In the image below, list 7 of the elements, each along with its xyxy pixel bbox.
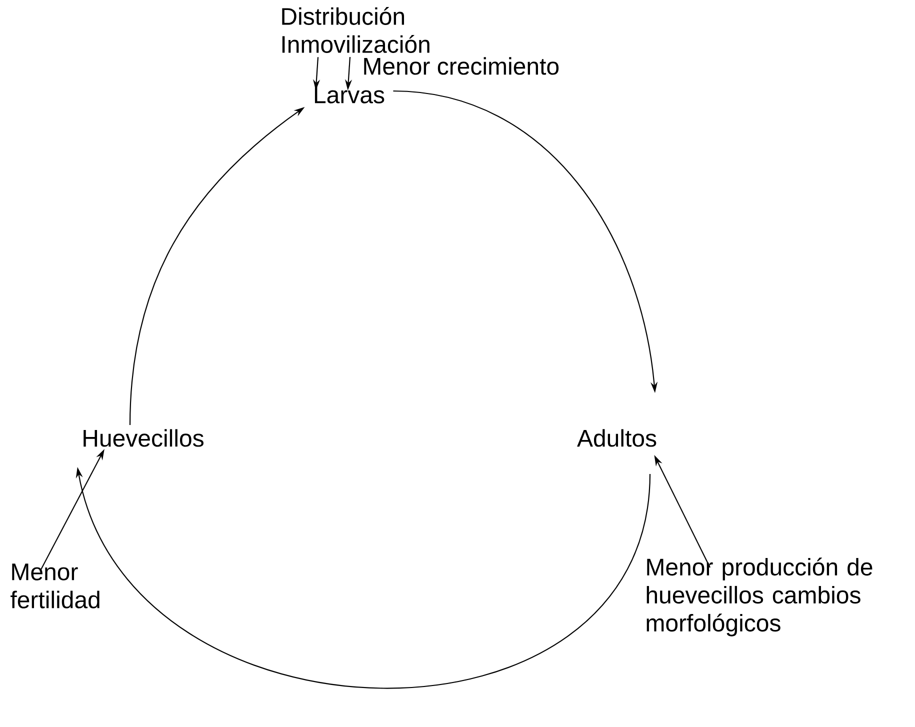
stage-label: Larvas <box>314 86 384 104</box>
factor-label: Distribución Inmovilización <box>282 7 430 53</box>
stage-label: Huevecillos <box>84 429 204 447</box>
factor-label: Menor fertilidad <box>10 564 100 608</box>
factor-label: Menor crecimiento <box>364 57 559 75</box>
factor-label: Menor producción de huevecillos cambios morfológicos <box>646 558 872 636</box>
stage-label: Adultos <box>577 429 656 447</box>
